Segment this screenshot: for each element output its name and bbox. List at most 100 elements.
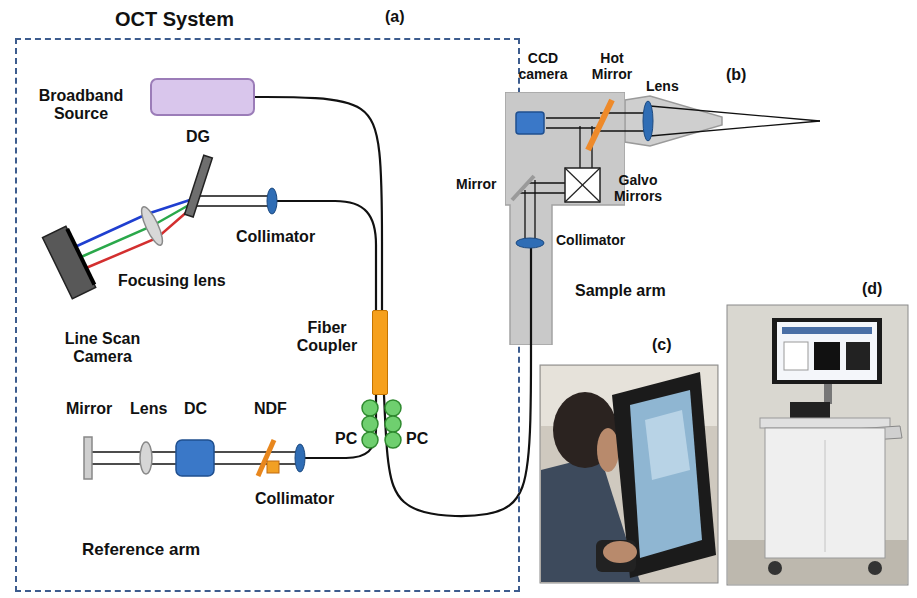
green-ray (81, 201, 196, 257)
polarization-controller (362, 400, 378, 416)
hot-mirror (588, 100, 612, 150)
label-anchor: Mirror (456, 176, 496, 192)
label-anchor: Collimator (236, 228, 315, 246)
optical-fiber (530, 248, 532, 345)
label-anchor: Collimator (556, 232, 625, 248)
label-anchor: PC (406, 430, 428, 448)
panel-letter: (d) (862, 280, 882, 298)
probe-screen (630, 390, 702, 558)
polarization-controller (362, 416, 378, 432)
light-beam (527, 182, 565, 183)
part-label: DC (184, 400, 207, 418)
component-label: Fiber Coupler (288, 319, 366, 356)
fold-mirror (512, 176, 534, 200)
label-anchor: Lens (130, 400, 167, 418)
housing-body (505, 92, 625, 345)
collimator-lens (267, 188, 277, 214)
galvo-mirrors (565, 168, 600, 202)
light-beam (546, 117, 600, 118)
label-anchor: Galvo Mirrors (606, 172, 670, 204)
panel-letter: (c) (652, 336, 672, 354)
optical-fiber (384, 345, 531, 516)
blue-ray (77, 198, 196, 246)
objective-lens (643, 101, 653, 141)
light-beam (534, 180, 535, 240)
galvo-cross (565, 168, 600, 202)
label-anchor: Reference arm (82, 540, 200, 560)
part-label: Mirror (66, 400, 112, 418)
label-anchor: Mirror (66, 400, 112, 418)
dispersion-compensator (176, 440, 214, 476)
screen-highlight (645, 410, 690, 480)
part-label: Collimator (236, 228, 315, 246)
light-beam (579, 126, 580, 168)
reference-lens (140, 442, 152, 474)
label-anchor: PC (335, 430, 357, 448)
broadband-source: Broadband Source (150, 78, 255, 116)
optical-fiber (255, 97, 382, 310)
part-label: Line Scan Camera (45, 330, 160, 367)
part-label: Galvo Mirrors (606, 172, 670, 204)
label-anchor: (c) (652, 336, 672, 354)
optical-fiber (277, 201, 376, 310)
cart-top (760, 418, 890, 428)
part-label: PC (335, 430, 357, 448)
focused-beam (650, 121, 820, 136)
fiber-coupler: Fiber Coupler (372, 310, 388, 395)
cart-wheel (868, 561, 882, 575)
screen-panel (814, 342, 840, 370)
light-beam (196, 205, 268, 207)
part-label: NDF (254, 400, 287, 418)
label-anchor: (b) (726, 66, 746, 84)
cart-body (765, 428, 885, 558)
nd-filter-mount (267, 461, 279, 473)
label-anchor: CCD camera (512, 50, 574, 82)
label-anchor: (a) (385, 8, 405, 26)
polarization-controller (385, 416, 401, 432)
label-anchor: DG (186, 128, 210, 146)
ccd-camera (516, 112, 544, 134)
photo-background (540, 365, 718, 583)
section-label: Sample arm (575, 282, 695, 300)
collimator-lens (295, 444, 305, 472)
label-anchor: Lens (646, 78, 679, 94)
monitor-screen (777, 322, 877, 380)
part-label: Lens (646, 78, 679, 94)
part-label: DG (186, 128, 210, 146)
part-label: Lens (130, 400, 167, 418)
part-label: PC (406, 430, 428, 448)
panel-letter: (b) (726, 66, 746, 84)
oct-engine (790, 402, 830, 418)
reference-mirror (84, 437, 92, 479)
part-label: Collimator (556, 232, 625, 248)
probe-cone (625, 96, 722, 146)
galvo-cross (565, 168, 600, 202)
line-scan-camera (43, 226, 96, 299)
system-title: OCT System (115, 8, 616, 31)
label-anchor: NDF (254, 400, 287, 418)
part-label: Hot Mirror (583, 50, 641, 82)
screen-panel (782, 327, 872, 334)
label-anchor: Focusing lens (118, 272, 226, 290)
cart-panel-line (825, 440, 826, 552)
collimator-lens (516, 238, 544, 248)
person-hand (603, 541, 637, 563)
red-ray (86, 204, 196, 268)
label-anchor: Collimator (255, 490, 334, 508)
diffraction-grating (185, 155, 213, 217)
screen-panel (784, 342, 808, 370)
label-anchor: DC (184, 400, 207, 418)
monitor-stand (824, 384, 832, 404)
cart-wheel (768, 561, 782, 575)
light-beam (520, 192, 565, 193)
focused-beam (650, 106, 820, 121)
probe-handle (596, 540, 636, 572)
polarization-controller (385, 432, 401, 448)
light-beam (524, 190, 525, 240)
light-beam (198, 195, 268, 197)
system-boundary: Broadband SourceFiber CouplerOCT System (15, 38, 520, 592)
part-label: Focusing lens (118, 272, 226, 290)
